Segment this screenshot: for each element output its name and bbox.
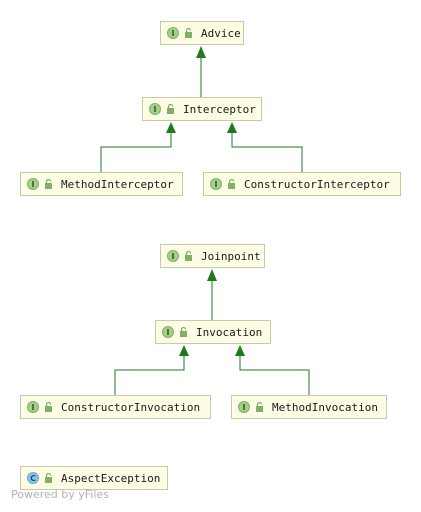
- lock-icon: [256, 402, 263, 412]
- node-label: Joinpoint: [201, 249, 261, 263]
- interface-icon: I: [27, 401, 39, 413]
- node-invocation[interactable]: I Invocation: [155, 320, 271, 344]
- class-icon: C: [27, 472, 39, 484]
- node-label: Invocation: [196, 325, 263, 339]
- node-label: MethodInterceptor: [61, 177, 174, 191]
- node-label: MethodInvocation: [272, 400, 378, 414]
- interface-icon: I: [210, 178, 222, 190]
- interface-icon: I: [149, 103, 161, 115]
- interface-icon: I: [162, 326, 174, 338]
- interface-icon: I: [167, 250, 179, 262]
- node-interceptor[interactable]: I Interceptor: [142, 97, 262, 121]
- edge-interceptor-advice: [196, 46, 206, 97]
- lock-icon: [45, 402, 52, 412]
- node-label: ConstructorInvocation: [61, 400, 201, 414]
- node-methodinterceptor[interactable]: I MethodInterceptor: [20, 172, 183, 196]
- lock-icon: [185, 28, 192, 38]
- node-advice[interactable]: I Advice: [160, 21, 244, 45]
- lock-icon: [180, 327, 187, 337]
- yfiles-watermark: Powered by yFiles: [11, 488, 109, 501]
- node-label: Interceptor: [183, 102, 256, 116]
- lock-icon: [45, 179, 52, 189]
- node-label: ConstructorInterceptor: [244, 177, 390, 191]
- lock-icon: [228, 179, 235, 189]
- node-constructorinvocation[interactable]: I ConstructorInvocation: [20, 395, 211, 419]
- node-aspectexception[interactable]: C AspectException: [20, 466, 168, 490]
- node-methodinvocation[interactable]: I MethodInvocation: [231, 395, 387, 419]
- node-joinpoint[interactable]: I Joinpoint: [160, 244, 265, 268]
- interface-icon: I: [27, 178, 39, 190]
- edge-constructorinterceptor-interceptor: [227, 122, 303, 172]
- edge-methodinvocation-invocation: [235, 345, 310, 395]
- edge-methodinterceptor-interceptor: [100, 122, 176, 172]
- node-constructorinterceptor[interactable]: I ConstructorInterceptor: [203, 172, 401, 196]
- node-label: AspectException: [61, 471, 161, 485]
- lock-icon: [167, 104, 174, 114]
- interface-icon: I: [238, 401, 250, 413]
- node-label: Advice: [201, 26, 241, 40]
- lock-icon: [185, 251, 192, 261]
- edge-constructorinvocation-invocation: [114, 345, 189, 395]
- lock-icon: [45, 473, 52, 483]
- interface-icon: I: [167, 27, 179, 39]
- edge-invocation-joinpoint: [207, 269, 217, 320]
